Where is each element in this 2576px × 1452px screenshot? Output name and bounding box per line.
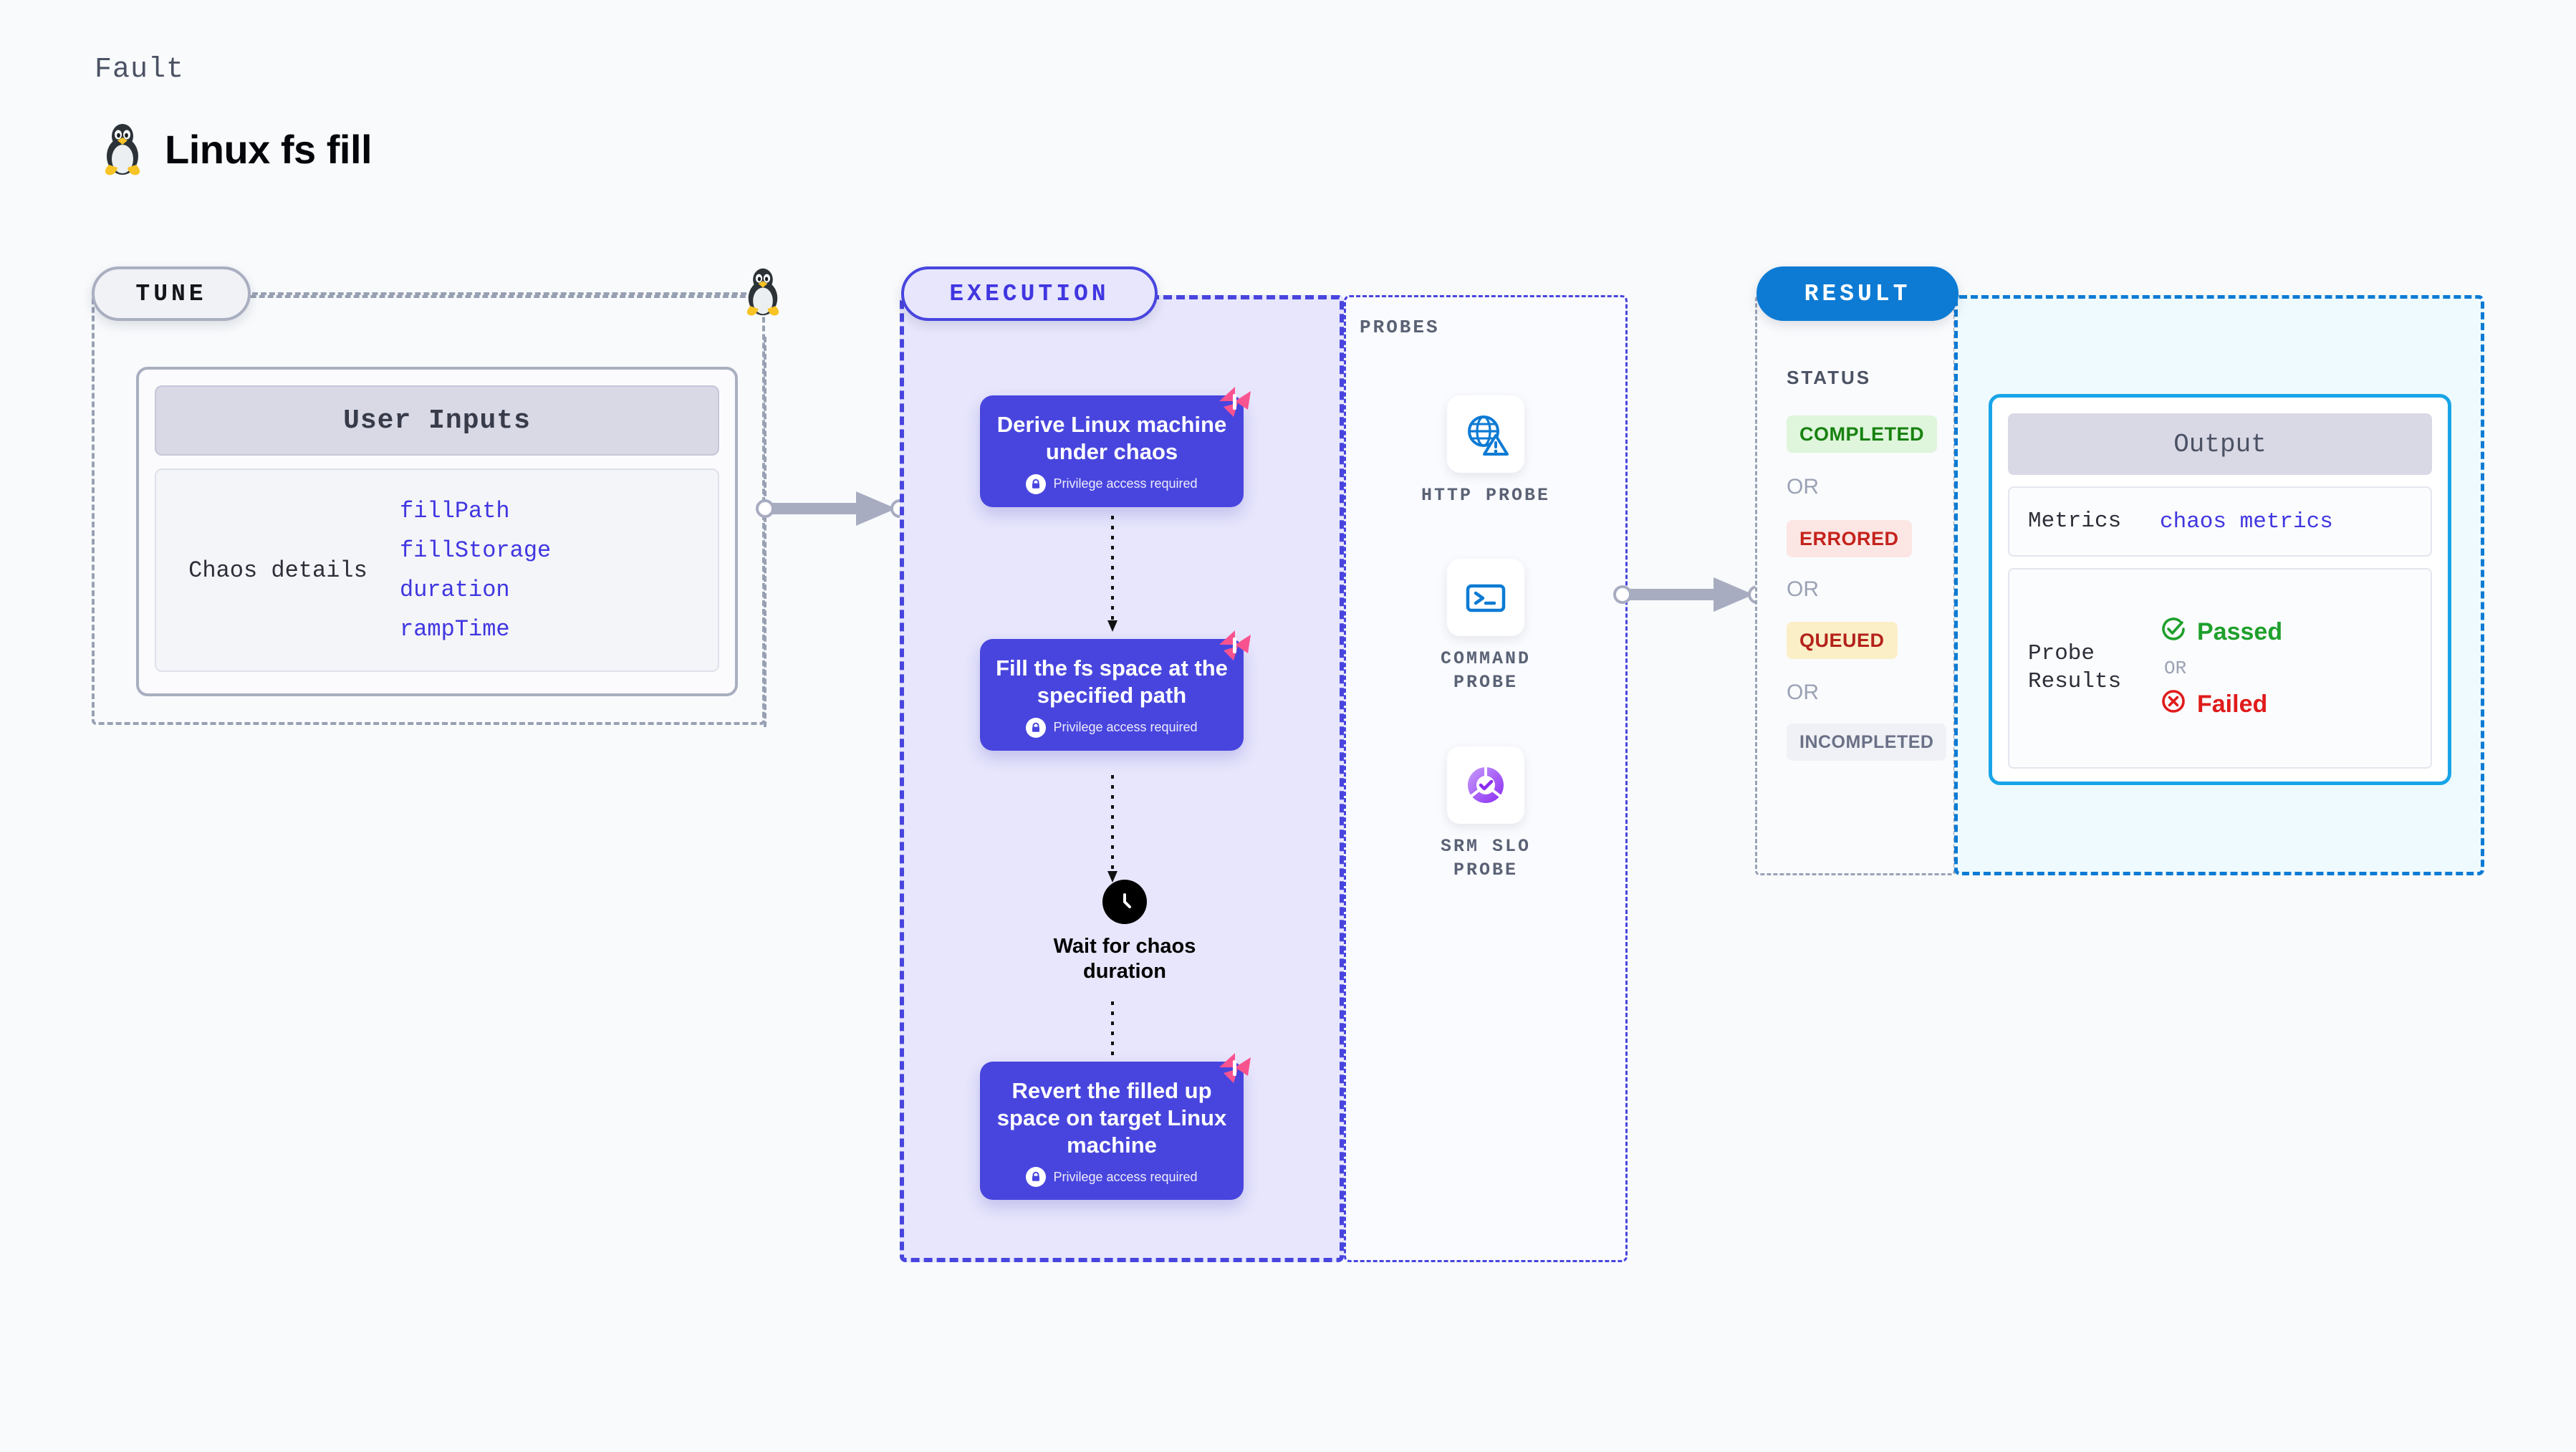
status-badge-incompleted[interactable]: INCOMPLETED (1787, 723, 1947, 761)
terminal-icon (1447, 559, 1524, 636)
status-or-label: OR (1787, 681, 1819, 704)
privilege-note-label: Privilege access required (1053, 1169, 1198, 1184)
chaos-parameter-list: fillPath fillStorage duration rampTime (400, 498, 551, 643)
step-title: Revert the filled up space on target Lin… (996, 1078, 1227, 1158)
step-title: Fill the fs space at the specified path (996, 655, 1228, 708)
probe-label: SRM SLO PROBE (1440, 836, 1532, 880)
tune-top-connector (252, 292, 746, 295)
probe-result-failed: Failed (2160, 688, 2282, 721)
execution-step-card[interactable]: Revert the filled up space on target Lin… (980, 1053, 1251, 1201)
page-title-row: Linux fs fill (100, 122, 373, 176)
privilege-note: Privilege access required (993, 1167, 1231, 1188)
execution-to-result-connector (1613, 573, 1771, 620)
output-row-key: Probe Results (2028, 641, 2122, 694)
status-badge-label: QUEUED (1799, 629, 1885, 651)
globe-warning-icon (1447, 395, 1524, 473)
status-title: STATUS (1787, 367, 1872, 388)
output-title: Output (2008, 413, 2432, 475)
probe-item-command[interactable]: COMMAND PROBE (1407, 559, 1565, 694)
probe-result-passed-label: Passed (2197, 618, 2283, 645)
probe-item-http[interactable]: HTTP PROBE (1407, 395, 1565, 508)
probe-result-or-label: OR (2164, 658, 2187, 679)
execution-step-card[interactable]: Fill the fs space at the specified path … (980, 630, 1251, 751)
linux-tux-icon-node (742, 266, 784, 320)
probe-label: HTTP PROBE (1421, 485, 1551, 506)
wait-node: Wait for chaos duration (1053, 880, 1196, 985)
output-row-key: Metrics (2028, 508, 2122, 534)
privilege-note: Privilege access required (993, 473, 1231, 494)
user-inputs-card: User Inputs Chaos details fillPath fillS… (136, 367, 738, 696)
linux-tux-icon (100, 122, 145, 176)
step-title: Derive Linux machine under chaos (996, 412, 1227, 464)
probe-item-srm-slo[interactable]: SRM SLO PROBE (1407, 746, 1565, 882)
probe-result-failed-label: Failed (2197, 691, 2268, 718)
probes-title: PROBES (1360, 317, 1440, 338)
x-circle-icon (2160, 688, 2187, 721)
output-row-metrics: Metrics chaos metrics (2008, 486, 2432, 557)
execution-step-card[interactable]: Derive Linux machine under chaos Privile… (980, 387, 1251, 507)
probe-result-passed: Passed (2160, 615, 2282, 649)
parameter-item[interactable]: duration (400, 577, 510, 603)
status-badge-queued[interactable]: QUEUED (1787, 622, 1898, 659)
fault-flag-icon (1216, 626, 1254, 667)
page-title: Linux fs fill (165, 126, 373, 172)
status-badge-label: COMPLETED (1799, 423, 1925, 445)
status-badge-completed[interactable]: COMPLETED (1787, 415, 1938, 453)
fault-flag-icon (1216, 383, 1254, 423)
status-badge-label: ERRORED (1799, 527, 1899, 549)
output-card: Output Metrics chaos metrics Probe Resul… (1989, 394, 2451, 785)
status-or-label: OR (1787, 577, 1819, 601)
privilege-note-label: Privilege access required (1053, 476, 1198, 491)
parameter-item[interactable]: fillStorage (400, 537, 552, 564)
status-or-label: OR (1787, 475, 1819, 499)
privilege-note-label: Privilege access required (1053, 720, 1198, 735)
user-inputs-title: User Inputs (155, 385, 719, 456)
parameter-item[interactable]: fillPath (400, 498, 510, 524)
page-eyebrow: Fault (95, 54, 185, 86)
result-badge[interactable]: RESULT (1756, 266, 1959, 321)
chaos-details-row: Chaos details fillPath fillStorage durat… (155, 468, 719, 672)
status-badge-errored[interactable]: ERRORED (1787, 520, 1912, 557)
lock-icon (1026, 717, 1047, 738)
lock-icon (1026, 473, 1047, 494)
clock-icon (1102, 880, 1147, 924)
privilege-note: Privilege access required (993, 717, 1231, 738)
status-region (1755, 295, 1956, 875)
step-connector-arrow (1105, 516, 1120, 637)
wait-node-label: Wait for chaos duration (1053, 935, 1196, 984)
lock-icon (1026, 1167, 1047, 1188)
output-row-probe-results: Probe Results Passed OR (2008, 568, 2432, 769)
probe-label: COMMAND PROBE (1440, 648, 1532, 693)
chaos-details-label: Chaos details (188, 557, 367, 584)
step-connector-arrow (1105, 775, 1120, 888)
probe-result-values: Passed OR Failed (2160, 615, 2282, 721)
status-badge-label: INCOMPLETED (1799, 731, 1934, 752)
parameter-item[interactable]: rampTime (400, 616, 510, 643)
fault-flag-icon (1216, 1049, 1254, 1090)
tune-badge[interactable]: TUNE (92, 266, 251, 321)
check-circle-icon (2160, 615, 2187, 649)
tune-right-connector (764, 337, 766, 727)
tune-to-execution-connector (756, 487, 913, 534)
chaos-metrics-link[interactable]: chaos metrics (2160, 509, 2333, 534)
slo-donut-check-icon (1447, 746, 1524, 824)
execution-badge[interactable]: EXECUTION (901, 266, 1158, 321)
